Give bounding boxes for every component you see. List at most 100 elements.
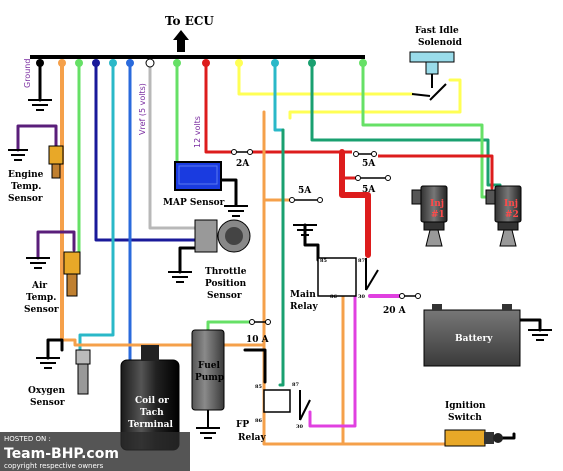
vref-label: Vref (5 volts) [138,83,147,135]
ecu-pin [271,59,279,67]
engine-temp-label: Sensor [8,194,43,204]
injector-1-label: Inj [430,199,444,209]
relay-pin: 30 [296,424,303,430]
ecu-arrow-icon [173,30,189,52]
watermark-hosted: HOSTED ON : [4,435,51,443]
watermark-copyright: copyright respective owners [4,462,104,470]
fast-idle-solenoid [409,51,455,101]
air-temp-label: Air [31,281,47,291]
ecu-pin [359,59,367,67]
map-sensor [174,161,222,191]
throttle-label: Position [205,279,247,289]
injector-1 [411,185,448,247]
wire-yellow-idle [237,62,414,96]
ecu-pin [109,59,117,67]
main-relay [317,257,379,297]
fuel-pump-label: Pump [195,373,224,383]
fuse-5a-mid [355,175,391,181]
wire-black-map [218,178,238,207]
wire-yellow-idle-out [288,78,462,120]
wire-magenta-fp [308,294,357,428]
ground-symbol [224,205,248,217]
relay-pin: 30 [358,294,365,300]
ecu-pin [75,59,83,67]
ecu-pin [126,59,134,67]
ecu-pin [173,59,181,67]
wire-teal-fp [278,128,285,387]
engine-temp-label: Engine [8,170,44,180]
ground-symbol [168,271,192,283]
ground-symbol [528,329,552,341]
watermark-brand: Team-BHP.com [4,446,119,462]
air-temp-label: Sensor [24,305,59,315]
relay-pin: 85 [320,258,327,264]
wire-black-bat [518,318,542,332]
ecu-pin [92,59,100,67]
ecu-pin [58,59,66,67]
fuel-pump [191,329,225,439]
engine-temp-label: Temp. [11,182,41,192]
fast-idle-label: Solenoid [418,38,463,48]
ecu-pin [235,59,243,67]
engine-temp-sensor [8,145,64,179]
ignition-switch [444,429,503,447]
relay-pin: 85 [255,384,262,390]
fp-relay-label: FP [236,420,249,430]
fuse-20a [399,293,421,299]
wire-gray-vref [148,62,202,230]
coil-label: Tach [140,408,164,418]
watermark [0,432,190,471]
fuse-2a [231,149,253,155]
map-sensor-label: MAP Sensor [163,198,225,208]
fast-idle-label: Fast Idle [415,26,459,36]
ecu-pin [308,59,316,67]
fuse-5a-label: 5A [298,186,312,196]
main-relay-label: Main [290,290,316,300]
throttle-label: Throttle [205,267,247,277]
wire-purple-engtemp [16,124,58,152]
wire-orange-loop [60,110,266,347]
battery-label: Battery [455,334,493,344]
twelve-volts-label: 12 volts [193,116,202,148]
relay-pin: 86 [255,418,262,424]
wire-cyan-oxygen [78,62,115,352]
oxygen-sensor [36,349,91,395]
wire-red-12v [204,62,234,154]
ignition-label: Switch [448,413,482,423]
injector-1-label: #1 [431,210,445,220]
wire-green-fp [206,320,252,332]
ignition-label: Ignition [445,401,486,411]
throttle-label: Sensor [207,291,242,301]
wire-green-inj2 [361,62,497,199]
ecu-pin [145,58,155,68]
air-temp-label: Temp. [26,293,56,303]
wire-red-inj2 [376,154,494,190]
fuse-10a [249,319,271,325]
ecu-pins [36,58,367,68]
main-relay-label: Relay [290,302,318,312]
injector-2 [485,185,522,247]
fuse-5a-left [289,197,323,203]
relay-pin: 87 [292,382,299,388]
wire-purple-airtemp [36,230,76,260]
relay-pin: 87 [358,258,365,264]
fuse-5a-top [352,150,378,158]
coil-label: Terminal [128,420,173,430]
oxygen-label: Oxygen [28,386,65,396]
wire-black-oxy [46,338,64,360]
battery [423,304,521,367]
fuse-5a-label: 5A [362,185,376,195]
throttle-sensor [194,219,251,253]
ground-symbol [28,99,52,111]
relay-pin: 86 [330,294,337,300]
ground-label: Ground [23,59,32,88]
wire-red-main [339,149,371,258]
ecu-pin [202,59,210,67]
fuel-pump-label: Fuel [198,361,221,371]
oxygen-label: Sensor [30,398,65,408]
fuse-2a-label: 2A [236,159,250,169]
injector-2-label: #2 [505,210,519,220]
fuse-20a-label: 20 A [383,306,407,316]
fuse-5a-label: 5A [362,159,376,169]
